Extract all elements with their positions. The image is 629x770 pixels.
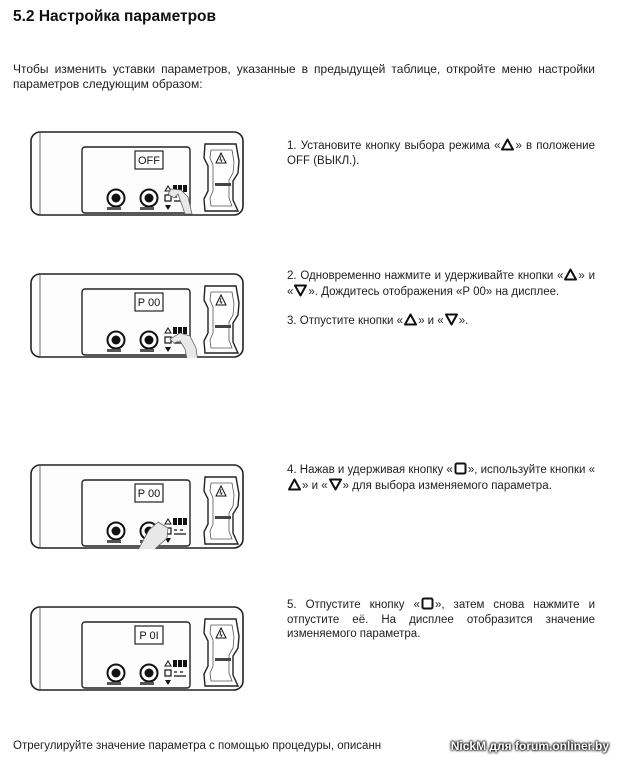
front-panel-frame bbox=[81, 288, 191, 356]
mode-button-cluster bbox=[164, 518, 187, 543]
step-2: 2. Одновременно нажмите и удерживайте кн… bbox=[287, 268, 595, 299]
panel-drawing: P 00 bbox=[30, 464, 244, 549]
step-1-text-a: 1. Установите кнопку выбора режима « bbox=[287, 140, 501, 152]
display-screen bbox=[134, 292, 164, 312]
hand-pointer bbox=[138, 521, 169, 549]
section-heading: 5.2 Настройка параметров bbox=[13, 8, 217, 25]
panel-drawing: OFF bbox=[30, 131, 244, 216]
display-readout: P 00 bbox=[138, 488, 160, 500]
front-panel-frame bbox=[81, 621, 191, 689]
triangle-up-icon bbox=[564, 268, 578, 281]
step-5: 5. Отпустите кнопку «», затем снова нажм… bbox=[287, 597, 595, 642]
step-2-text-b: » и « bbox=[287, 270, 595, 298]
square-button-icon bbox=[421, 597, 434, 610]
display-readout: P 0I bbox=[139, 630, 158, 642]
left-knob-icon bbox=[106, 330, 126, 352]
mode-button-cluster bbox=[164, 660, 187, 685]
step-4-text-c: » и « bbox=[302, 479, 328, 492]
left-knob-icon bbox=[106, 188, 126, 210]
footer-text: Отрегулируйте значение параметра с помощ… bbox=[13, 740, 382, 752]
display-screen bbox=[134, 625, 164, 645]
panel-drawing: P 00 bbox=[30, 273, 244, 358]
control-panel-illustration-4: P 0I bbox=[30, 606, 244, 691]
step-3-text-c: ». bbox=[458, 315, 469, 327]
step-3-text-b: » и « bbox=[418, 315, 444, 327]
intro-paragraph: Чтобы изменить уставки параметров, указа… bbox=[13, 62, 595, 91]
left-knob-icon bbox=[106, 521, 126, 543]
triangle-down-icon bbox=[328, 478, 342, 490]
panel-drawing: P 0I bbox=[30, 606, 244, 691]
display-readout: P 00 bbox=[138, 297, 160, 309]
watermark: NickM для forum.onliner.by bbox=[450, 739, 609, 753]
step-4-text-a: 4. Нажав и удерживая кнопку « bbox=[287, 464, 453, 476]
step-2-text-c: ». Дождитесь отображения «P 00» на диспл… bbox=[308, 285, 560, 298]
hand-pointer bbox=[169, 332, 198, 358]
square-button-icon bbox=[454, 462, 467, 475]
left-knob-icon bbox=[106, 663, 126, 685]
right-knob-icon bbox=[139, 330, 159, 352]
triangle-down-icon bbox=[294, 284, 308, 296]
display-screen bbox=[134, 483, 164, 503]
warning-label-plate bbox=[203, 618, 240, 687]
step-1: 1. Установите кнопку выбора режима «» в … bbox=[287, 138, 595, 168]
display-screen bbox=[134, 150, 164, 170]
step-5-text-b: », затем снова нажмите и отпустите её. Н… bbox=[287, 599, 596, 640]
control-panel-illustration-1: OFF bbox=[30, 131, 244, 216]
steps-2-3: 2. Одновременно нажмите и удерживайте кн… bbox=[287, 268, 595, 329]
control-panel-illustration-2: P 00 bbox=[30, 273, 244, 358]
control-panel-illustration-3: P 00 bbox=[30, 464, 244, 549]
display-readout: OFF bbox=[138, 155, 160, 167]
warning-label-plate bbox=[203, 285, 240, 354]
warning-label-plate bbox=[203, 143, 240, 212]
step-1-text-b: » в положение OFF (ВЫКЛ.). bbox=[287, 140, 595, 167]
right-knob-icon bbox=[139, 188, 159, 210]
front-panel-frame bbox=[81, 479, 191, 547]
step-4: 4. Нажав и удерживая кнопку « », использу… bbox=[287, 462, 595, 493]
triangle-up-icon bbox=[501, 138, 515, 151]
triangle-up-icon bbox=[288, 478, 301, 490]
step-3-text-a: 3. Отпустите кнопки « bbox=[287, 315, 404, 327]
right-knob-icon bbox=[139, 663, 159, 685]
step-2-text-a: 2. Одновременно нажмите и удерживайте кн… bbox=[287, 270, 564, 282]
triangle-down-icon bbox=[444, 313, 458, 326]
warning-label-plate bbox=[203, 476, 240, 545]
front-panel-frame bbox=[81, 146, 191, 214]
step-3: 3. Отпустите кнопки « » и « ». bbox=[287, 313, 595, 329]
step-5-text-a: 5. Отпустите кнопку « bbox=[287, 599, 420, 611]
step-4-text-b: », используйте кнопки « bbox=[467, 464, 595, 476]
hand-pointer bbox=[167, 188, 193, 215]
triangle-up-icon bbox=[404, 313, 418, 326]
step-4-text-d: » для выбора изменяемого параметра. bbox=[342, 479, 552, 492]
